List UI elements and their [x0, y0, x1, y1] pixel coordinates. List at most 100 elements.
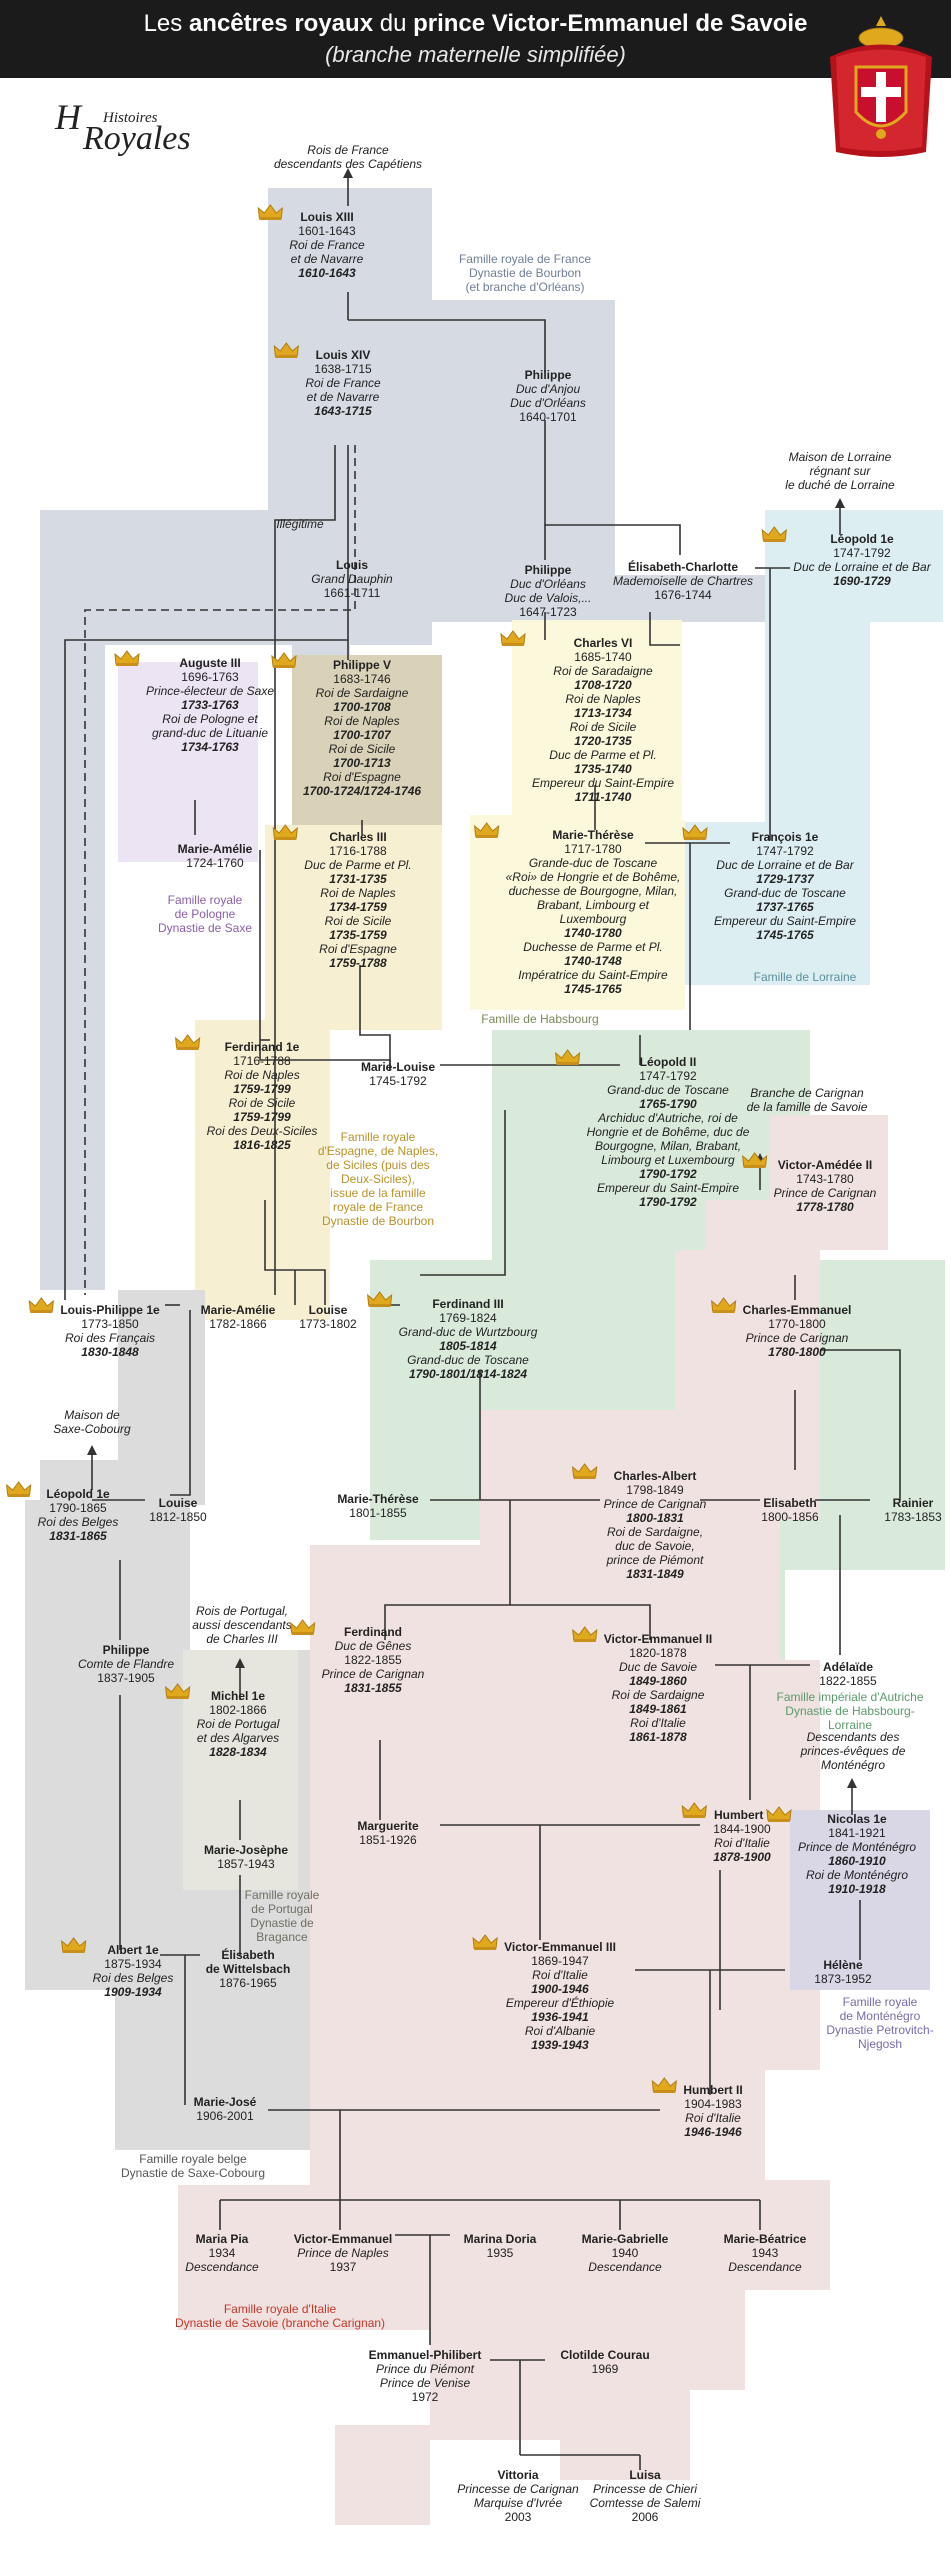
person-name-text: Maria Pia	[195, 2232, 249, 2246]
person-name: Luisa	[590, 2468, 701, 2482]
note-line: Rois de Portugal,	[195, 1604, 289, 1618]
person-detail: 1661-1711	[323, 586, 381, 600]
family-label-line: Famille de Habsbourg	[481, 1012, 599, 1026]
person-detail: Roi d'Espagne	[323, 770, 401, 784]
person-detail: Roi de Monténégro	[805, 1868, 909, 1882]
person-name-text: Marie-Amélie	[200, 1303, 276, 1317]
person-detail: 1800-1856	[761, 1510, 819, 1524]
person-name: Charles VI	[500, 630, 674, 650]
person-detail: 1708-1720	[574, 678, 632, 692]
family-label-line: Deux-Siciles),	[340, 1172, 415, 1186]
region-italie	[335, 2425, 560, 2525]
note-line: aussi descendants	[192, 1618, 292, 1632]
person-detail: et de Navarre	[306, 390, 380, 404]
person-detail: Princesse de Carignan	[457, 2482, 579, 2496]
family-label-line: (et branche d'Orléans)	[465, 280, 585, 294]
note-line: Descendants des	[806, 1730, 900, 1744]
person-detail: Bourgogne, Milan, Brabant,	[594, 1139, 742, 1153]
person-detail: Impératrice du Saint-Empire	[518, 968, 668, 982]
person-detail: Duc de Lorraine et de Bar	[716, 858, 854, 872]
person-detail: 1729-1737	[756, 872, 814, 886]
person-name-text: Albert 1e	[107, 1943, 159, 1957]
person-detail: 1745-1765	[756, 928, 814, 942]
person-detail: 1690-1729	[833, 574, 891, 588]
person-detail: 1906-2001	[196, 2109, 254, 2123]
person-detail: 1759-1788	[329, 956, 387, 970]
person-name-text: Léopold II	[639, 1055, 697, 1069]
person-detail: Roi de France	[305, 376, 381, 390]
note-line: Monténégro	[820, 1758, 886, 1772]
person-detail: et de Navarre	[290, 252, 364, 266]
person-detail: Grand-duc de Wurtzbourg	[398, 1325, 538, 1339]
person-name-text: Hélène	[823, 1958, 863, 1972]
person-name-text: Marguerite	[357, 1819, 419, 1833]
person-detail: Empereur d'Éthiopie	[505, 1996, 615, 2010]
person-detail: 1747-1792	[756, 844, 814, 858]
person-name-text: Élisabeth-Charlotte	[627, 560, 738, 574]
person-name: Emmanuel-Philibert	[369, 2348, 482, 2362]
person-detail: 1816-1825	[233, 1138, 291, 1152]
person-name-text: Marie-Thérèse	[337, 1492, 419, 1506]
person-detail: Roi de Naples	[565, 692, 641, 706]
person-detail: 1940	[611, 2246, 639, 2260]
person-name: Ferdinand	[290, 1619, 425, 1639]
person-name: Marie-Gabrielle	[582, 2232, 669, 2246]
person-detail: Prince de Venise	[379, 2376, 471, 2390]
note-line: le duché de Lorraine	[785, 478, 895, 492]
person-detail: 1790-1792	[639, 1195, 697, 1209]
person-detail: 1831-1865	[49, 1529, 107, 1543]
person-detail: Roi de Naples	[224, 1068, 300, 1082]
person-name-text: Marina Doria	[463, 2232, 537, 2246]
person-name: Marina Doria	[464, 2232, 537, 2246]
person-detail: Roi de Sicile	[328, 742, 396, 756]
person-name: Philippe	[505, 563, 592, 577]
person-name: François 1e	[682, 824, 856, 844]
person-detail: 1822-1855	[819, 1674, 877, 1688]
person-detail: 1740-1748	[564, 954, 622, 968]
family-label-line: de Pologne	[174, 907, 236, 921]
person-name: Marie-Amélie	[201, 1303, 276, 1317]
person-name: Charles-Albert	[572, 1463, 707, 1483]
person-detail: 1676-1744	[654, 588, 712, 602]
person-detail: 1876-1965	[219, 1976, 277, 1990]
person-name: Léopold II	[554, 1049, 750, 1069]
person-detail: 1851-1926	[359, 1833, 417, 1847]
person-detail: 1849-1861	[629, 1702, 687, 1716]
note-line: Saxe-Cobourg	[53, 1422, 131, 1436]
person-detail: 1745-1792	[369, 1074, 427, 1088]
person-detail: 1831-1849	[626, 1567, 684, 1581]
person-detail: 1869-1947	[531, 1954, 589, 1968]
person-detail: Empereur du Saint-Empire	[713, 914, 857, 928]
person-detail: Roi de Portugal	[196, 1717, 280, 1731]
family-label-line: Famille royale de France	[458, 252, 592, 266]
family-label-line: Lorraine	[827, 1718, 873, 1732]
person-detail: Duc de Parme et Pl.	[304, 858, 412, 872]
person-detail: Prince de Carignan	[321, 1667, 425, 1681]
person-detail: Grand-duc de Toscane	[607, 1083, 729, 1097]
person-detail: 1830-1848	[81, 1345, 139, 1359]
person-name-text: Charles-Emmanuel	[742, 1303, 852, 1317]
person-name-text: Auguste III	[179, 656, 241, 670]
person-name: Vittoria	[457, 2468, 578, 2482]
person-detail: 1936-1941	[531, 2010, 589, 2024]
person-detail: 1759-1799	[233, 1110, 291, 1124]
person-detail: Roi de Saradaigne	[553, 664, 653, 678]
person-detail: 1831-1855	[344, 1681, 402, 1695]
person-detail: 1743-1780	[796, 1172, 854, 1186]
person-name-text: Marie-Louise	[360, 1060, 436, 1074]
note-line: Maison de	[64, 1408, 120, 1422]
note-line: Illégitime	[276, 517, 324, 531]
note-line: de Charles III	[206, 1632, 278, 1646]
person-name-text: Michel 1e	[210, 1689, 266, 1703]
